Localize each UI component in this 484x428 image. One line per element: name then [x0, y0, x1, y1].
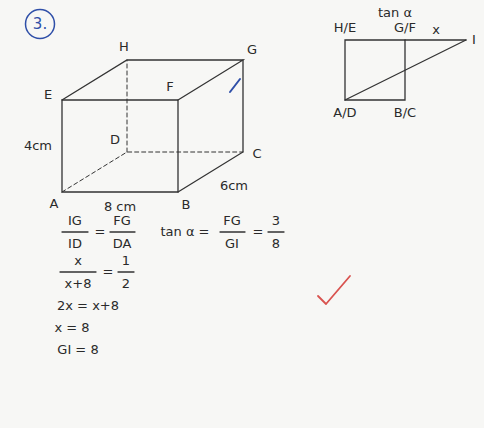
label-holder: H/E — [334, 21, 356, 35]
check-mark — [318, 276, 350, 304]
math-label: 3 — [272, 213, 280, 228]
math-label: tan α = — [160, 224, 209, 239]
label-holder: x — [74, 254, 82, 268]
math-label: 6cm — [220, 178, 248, 193]
math-label: B/C — [394, 105, 416, 120]
label-holder: G/F — [394, 21, 416, 35]
label-holder: A/D — [333, 106, 356, 120]
label-holder: H — [119, 40, 129, 54]
label-holder: D — [110, 133, 120, 147]
label-holder: x — [432, 23, 440, 37]
label-holder: tan α = — [160, 225, 209, 239]
math-label: 8 — [272, 236, 280, 251]
math-label: G — [247, 42, 257, 57]
math-label: C — [252, 146, 261, 161]
math-label: x+8 — [65, 276, 92, 291]
math-label: F — [166, 79, 173, 94]
label-holder: F — [166, 80, 173, 94]
label-holder: 4cm — [24, 139, 52, 153]
math-label: = — [253, 224, 264, 239]
label-holder: GI = 8 — [57, 343, 98, 357]
math-label: 2 — [122, 276, 130, 291]
math-label: x — [74, 253, 82, 268]
label-holder: G — [247, 43, 257, 57]
label-holder: 1 — [122, 254, 130, 268]
label-holder: = — [253, 225, 264, 239]
label-holder: 8 — [272, 237, 280, 251]
math-label: x = 8 — [54, 320, 89, 335]
math-label: B — [182, 197, 191, 212]
label-holder: B/C — [394, 106, 416, 120]
math-label: H — [119, 39, 129, 54]
math-label: FG — [223, 213, 241, 228]
label-holder: 8 cm — [104, 200, 136, 214]
math-label: G/F — [394, 20, 416, 35]
problem-number: 3. — [33, 15, 47, 33]
math-label: 8 cm — [104, 199, 136, 214]
label-holder: 3 — [272, 214, 280, 228]
label-holder: E — [44, 88, 52, 102]
math-label: IG — [68, 213, 82, 228]
math-label: D — [110, 132, 120, 147]
label-holder: I — [472, 33, 476, 47]
math-label: = — [103, 264, 114, 279]
label-holder: FG — [113, 214, 131, 228]
math-label: GI = 8 — [57, 342, 98, 357]
math-label: 2x = x+8 — [57, 298, 119, 313]
label-holder: ID — [68, 237, 82, 251]
label-holder: tan α — [378, 6, 412, 20]
math-label: H/E — [334, 20, 356, 35]
circled-number: 3. — [24, 8, 56, 40]
label-holder: B — [182, 198, 191, 212]
label-holder: A — [50, 197, 59, 211]
label-holder: 2x = x+8 — [57, 299, 119, 313]
label-holder: DA — [113, 237, 132, 251]
math-label: tan α — [378, 5, 412, 20]
label-holder: IG — [68, 214, 82, 228]
math-label: E — [44, 87, 52, 102]
math-label: DA — [113, 236, 132, 251]
label-holder: x = 8 — [54, 321, 89, 335]
label-holder: = — [103, 265, 114, 279]
math-label: FG — [113, 213, 131, 228]
label-holder: C — [252, 147, 261, 161]
math-label: A/D — [333, 105, 356, 120]
label-holder: = — [95, 225, 106, 239]
math-label: ID — [68, 236, 82, 251]
label-holder: 2 — [122, 277, 130, 291]
math-label: 1 — [122, 253, 130, 268]
label-holder: FG — [223, 214, 241, 228]
label-holder: x+8 — [65, 277, 92, 291]
label-holder: GI — [225, 237, 239, 251]
math-label: I — [472, 32, 476, 47]
math-label: GI — [225, 236, 239, 251]
math-label: A — [50, 196, 59, 211]
math-label: 4cm — [24, 138, 52, 153]
math-label: x — [432, 22, 440, 37]
label-holder: 6cm — [220, 179, 248, 193]
math-label: = — [95, 224, 106, 239]
